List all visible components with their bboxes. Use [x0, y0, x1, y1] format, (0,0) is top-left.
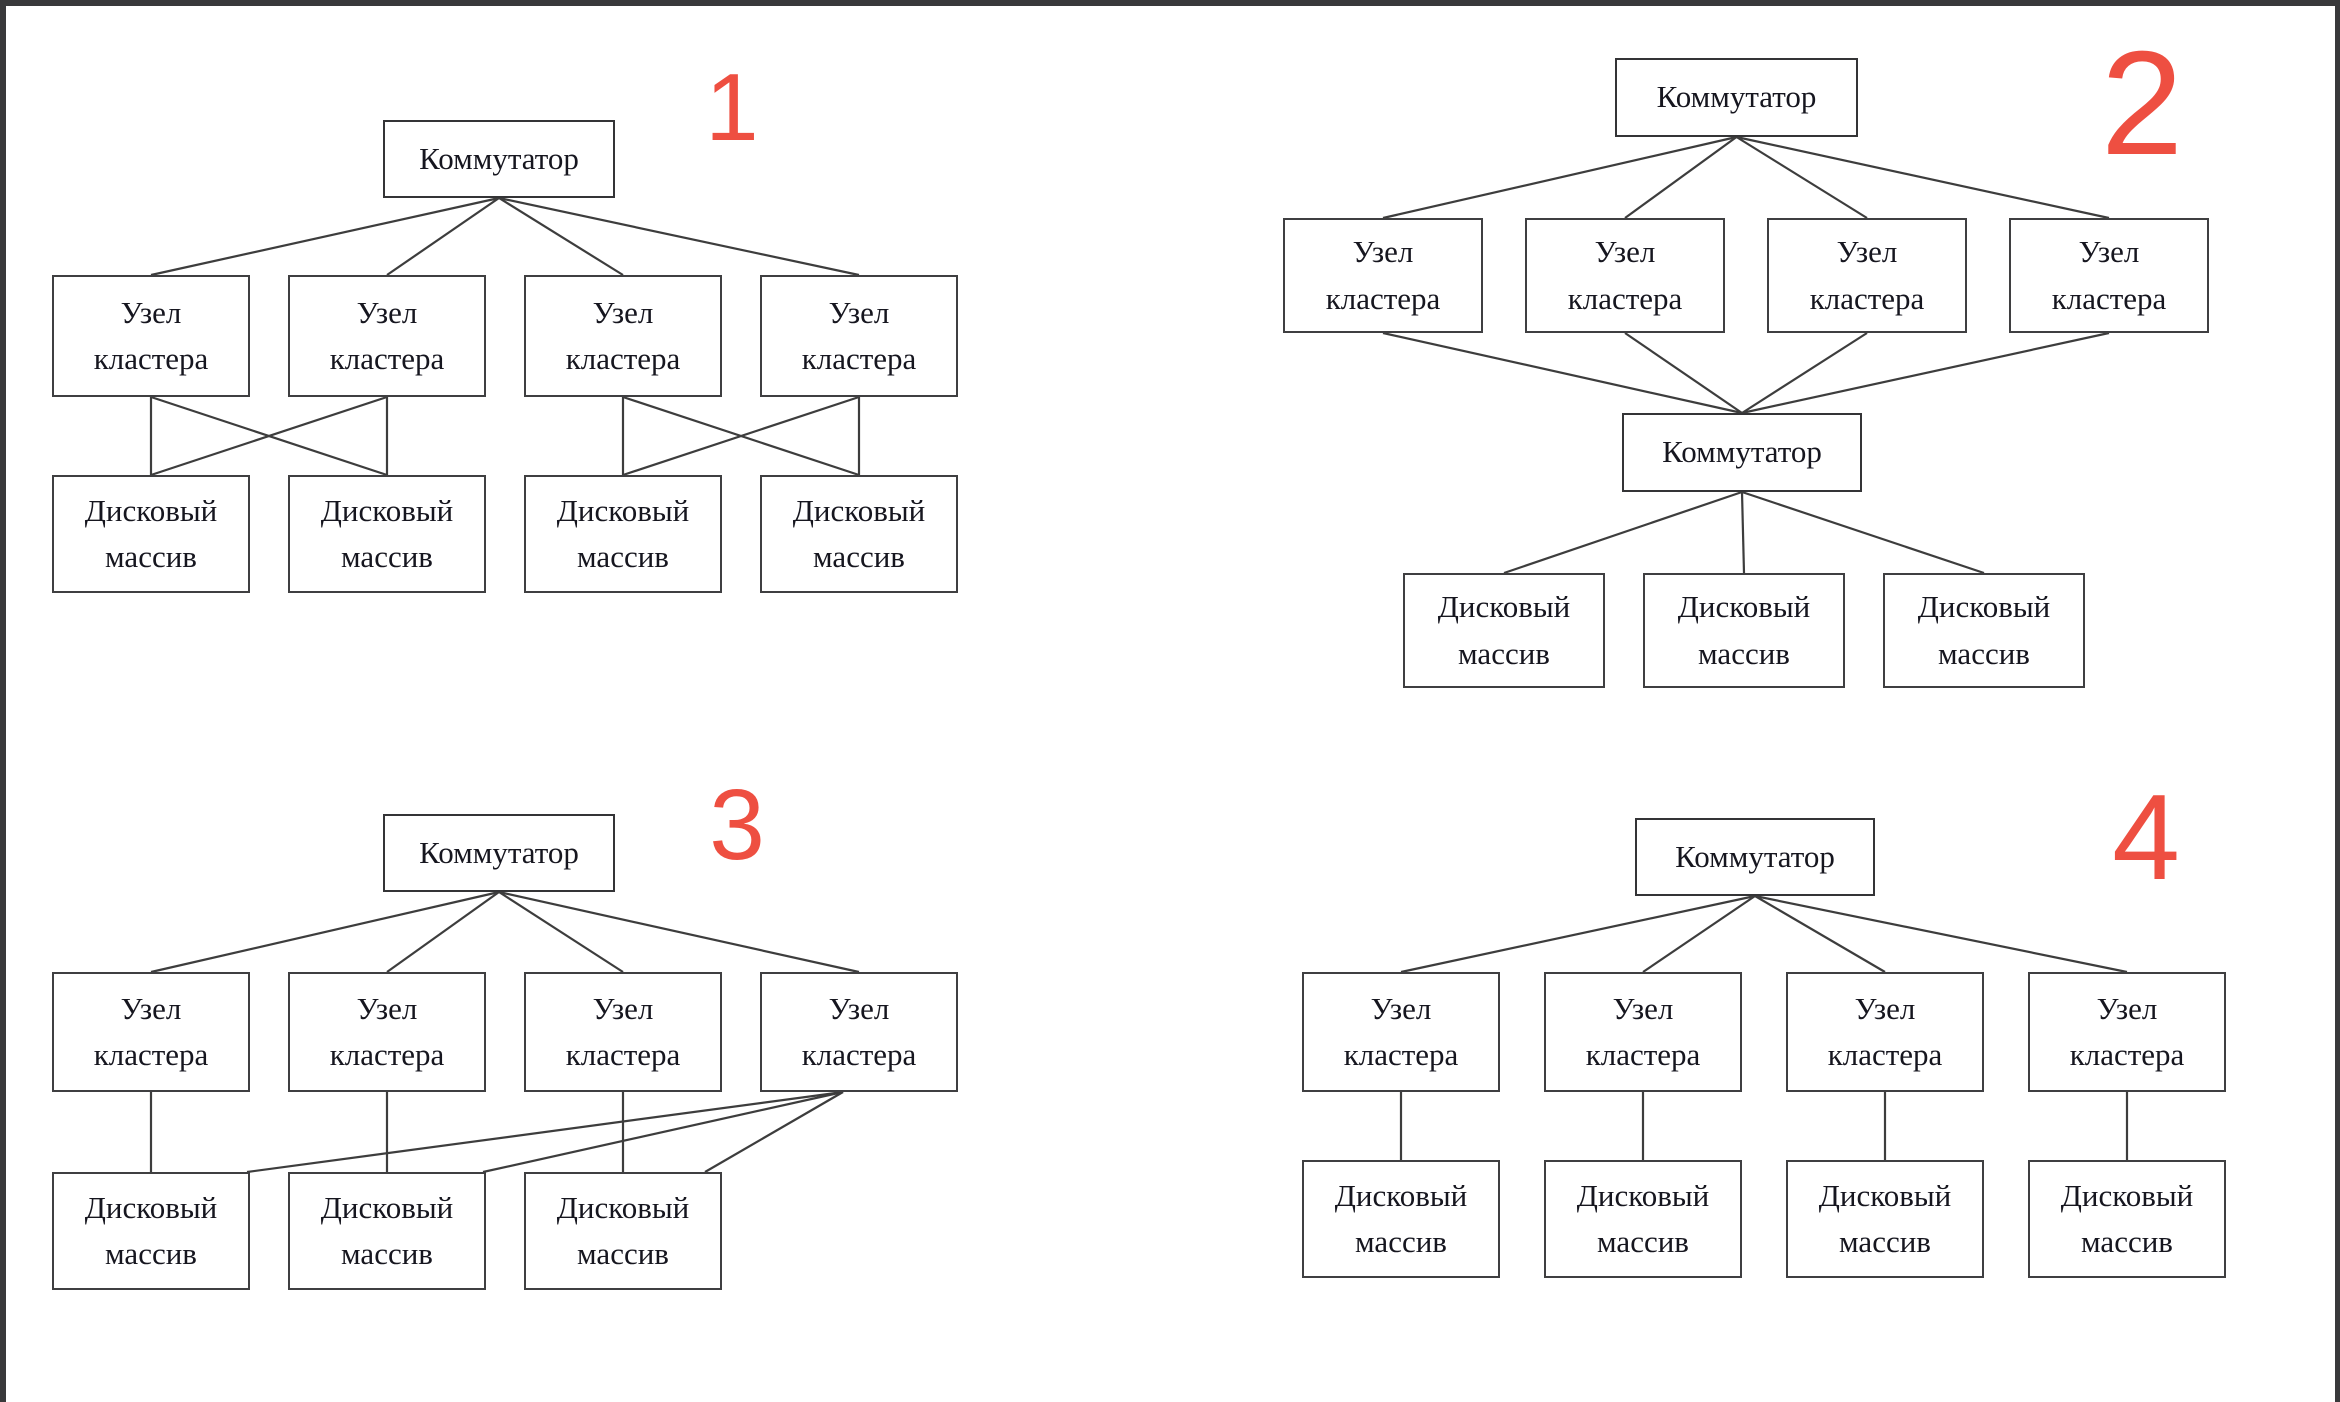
- diagram-4-disk-array-box-d1: Дисковый массив: [1302, 1160, 1500, 1278]
- diagram-1-disk-array-box-d3: Дисковый массив: [524, 475, 722, 593]
- diagram-2-number-label: 2: [2100, 21, 2184, 186]
- diagram-1-switch-box-sw: Коммутатор: [383, 120, 615, 198]
- diagram-2-edge-swt-n1: [1382, 135, 1737, 220]
- diagram-2-edge-swt-n2: [1624, 136, 1738, 219]
- diagram-2-cluster-node-box-n3: Узел кластера: [1767, 218, 1967, 333]
- diagram-3-edge-n4-d3: [704, 1091, 844, 1173]
- diagram-1-cluster-node-box-n1: Узел кластера: [52, 275, 250, 397]
- diagram-1-edge-sw-n3: [498, 197, 624, 276]
- diagram-2-edge-swt-n4: [1736, 135, 2110, 220]
- diagram-4-cluster-node-box-n2: Узел кластера: [1544, 972, 1742, 1092]
- diagram-1-edge-n4-d3: [622, 395, 860, 477]
- diagram-2-edge-n4-swb: [1741, 331, 2110, 415]
- diagram-3-edge-sw-n2: [386, 891, 500, 973]
- diagram-2-disk-array-box-d3: Дисковый массив: [1883, 573, 2085, 688]
- diagram-1-edge-sw-n4: [498, 196, 860, 277]
- diagram-2-switch-box-swb: Коммутатор: [1622, 413, 1862, 492]
- diagram-1-edge-n2-d1: [150, 395, 388, 477]
- diagram-4-edge-sw-n3: [1754, 895, 1886, 973]
- diagram-3-switch-box-sw: Коммутатор: [383, 814, 615, 892]
- diagram-2-cluster-node-box-n4: Узел кластера: [2009, 218, 2209, 333]
- diagram-4-edge-sw-n2: [1642, 895, 1756, 973]
- diagram-3-disk-array-box-d3: Дисковый массив: [524, 1172, 722, 1290]
- diagram-2-disk-array-box-d1: Дисковый массив: [1403, 573, 1605, 688]
- diagram-4-edge-sw-n1: [1400, 894, 1756, 974]
- diagram-4-disk-array-box-d3: Дисковый массив: [1786, 1160, 1984, 1278]
- diagram-2-edge-n1-swb: [1382, 331, 1743, 415]
- diagram-1-cluster-node-box-n2: Узел кластера: [288, 275, 486, 397]
- diagram-3-cluster-node-box-n2: Узел кластера: [288, 972, 486, 1092]
- diagram-2-edge-n3-swb: [1741, 332, 1868, 414]
- diagram-4-cluster-node-box-n1: Узел кластера: [1302, 972, 1500, 1092]
- diagram-2-cluster-node-box-n2: Узел кластера: [1525, 218, 1725, 333]
- diagram-1-disk-array-box-d4: Дисковый массив: [760, 475, 958, 593]
- diagram-1-disk-array-box-d1: Дисковый массив: [52, 475, 250, 593]
- diagram-1-edge-sw-n1: [150, 196, 500, 277]
- diagram-3-edge-sw-n3: [498, 891, 624, 973]
- diagram-2-edge-swb-d3: [1741, 490, 1985, 575]
- diagram-1-edge-sw-n2: [386, 197, 500, 276]
- diagram-3-cluster-node-box-n1: Узел кластера: [52, 972, 250, 1092]
- diagram-4-edge-sw-n4: [1754, 894, 2128, 974]
- diagram-3-disk-array-box-d2: Дисковый массив: [288, 1172, 486, 1290]
- diagram-4-disk-array-box-d2: Дисковый массив: [1544, 1160, 1742, 1278]
- diagram-3-disk-array-box-d1: Дисковый массив: [52, 1172, 250, 1290]
- diagram-3-edge-sw-n1: [150, 890, 500, 974]
- diagram-3-number-label: 3: [709, 769, 765, 881]
- diagram-1-number-label: 1: [705, 54, 759, 161]
- diagram-4-disk-array-box-d4: Дисковый массив: [2028, 1160, 2226, 1278]
- diagram-2-switch-box-swt: Коммутатор: [1615, 58, 1858, 137]
- diagram-4-cluster-node-box-n3: Узел кластера: [1786, 972, 1984, 1092]
- diagram-4-cluster-node-box-n4: Узел кластера: [2028, 972, 2226, 1092]
- diagram-1-disk-array-box-d2: Дисковый массив: [288, 475, 486, 593]
- diagram-3-edge-sw-n4: [498, 890, 860, 974]
- diagram-2-disk-array-box-d2: Дисковый массив: [1643, 573, 1845, 688]
- diagram-1-cluster-node-box-n4: Узел кластера: [760, 275, 958, 397]
- diagram-3-edge-n4-d2: [482, 1090, 844, 1174]
- diagram-4-number-label: 4: [2112, 769, 2180, 905]
- diagram-3-edge-n4-d1: [246, 1090, 844, 1174]
- diagram-2-cluster-node-box-n1: Узел кластера: [1283, 218, 1483, 333]
- diagram-1-cluster-node-box-n3: Узел кластера: [524, 275, 722, 397]
- diagram-4-switch-box-sw: Коммутатор: [1635, 818, 1875, 896]
- diagram-2-edge-swb-d2: [1740, 491, 1746, 574]
- diagram-2-edge-swt-n3: [1735, 136, 1868, 219]
- diagram-2-edge-n2-swb: [1624, 332, 1743, 414]
- diagram-2-edge-swb-d1: [1503, 490, 1743, 575]
- diagram-3-cluster-node-box-n3: Узел кластера: [524, 972, 722, 1092]
- diagram-3-cluster-node-box-n4: Узел кластера: [760, 972, 958, 1092]
